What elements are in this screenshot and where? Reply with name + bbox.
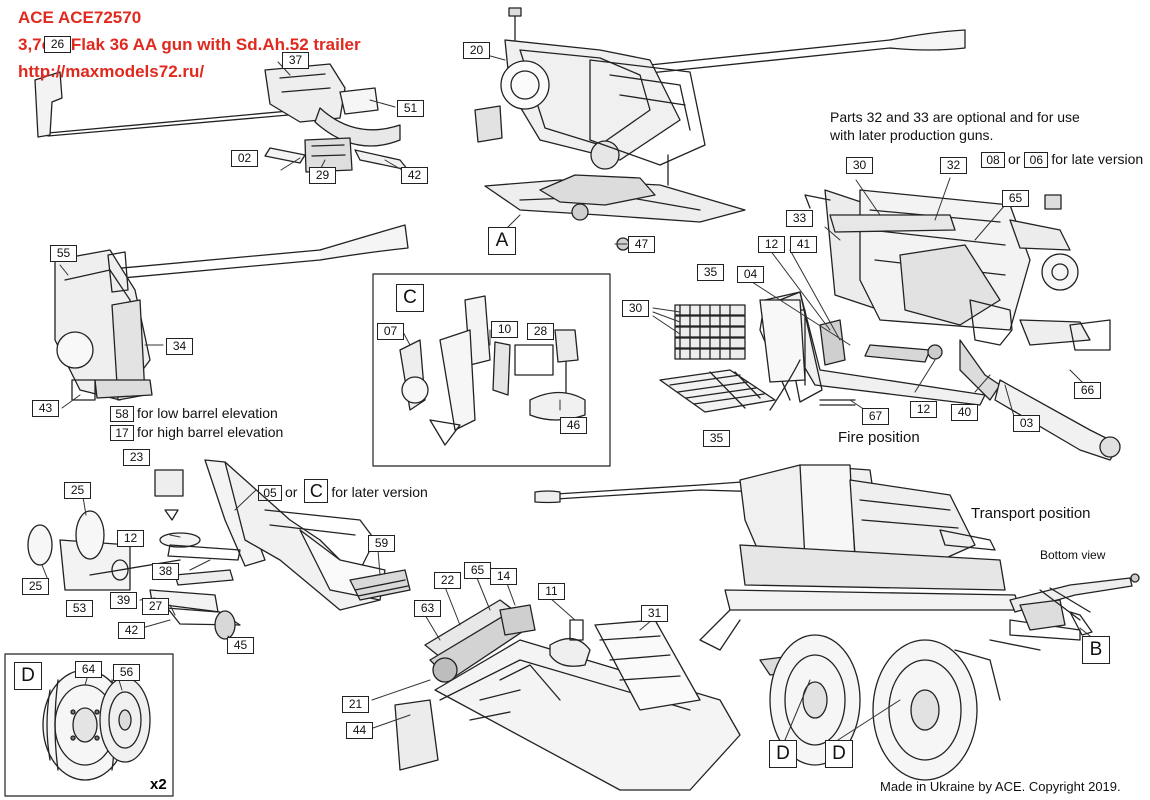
header-title: ACE ACE72570 <box>18 8 142 27</box>
part-08-ref: 08 <box>981 152 1005 168</box>
part-31: 31 <box>641 605 668 622</box>
part-34: 34 <box>166 338 193 355</box>
label-fire-position: Fire position <box>838 429 920 446</box>
note-optional-parts-2: with later production guns. <box>830 127 994 143</box>
label-transport-position: Transport position <box>971 505 1091 522</box>
part-14: 14 <box>490 568 517 585</box>
bottom-view-b <box>1009 573 1140 636</box>
part-25-bottom: 25 <box>22 578 49 595</box>
subassembly-d-ref-1: D <box>769 740 797 768</box>
part-51: 51 <box>397 100 424 117</box>
subassembly-a-label: A <box>488 227 516 255</box>
part-10: 10 <box>491 321 518 338</box>
part-28: 28 <box>527 323 554 340</box>
part-53: 53 <box>66 600 93 617</box>
left-gun-assembly <box>54 224 409 401</box>
top-center-gun <box>474 7 966 251</box>
part-30-clips: 30 <box>622 300 649 317</box>
part-12-base: 12 <box>910 401 937 418</box>
part-55: 55 <box>50 245 77 262</box>
part-65-mech: 65 <box>464 562 491 579</box>
part-38: 38 <box>152 563 179 580</box>
part-41: 41 <box>790 236 817 253</box>
part-07: 07 <box>377 323 404 340</box>
part-59: 59 <box>368 535 395 552</box>
part-26: 26 <box>44 36 71 53</box>
part-25-top: 25 <box>64 482 91 499</box>
top-left-subassembly <box>34 63 409 173</box>
part-22: 22 <box>434 572 461 589</box>
part-21: 21 <box>342 696 369 713</box>
part-43: 43 <box>32 400 59 417</box>
high-elev-text: for high barrel elevation <box>137 424 284 440</box>
subassembly-d-label: D <box>14 662 42 690</box>
part-11: 11 <box>538 583 565 600</box>
part-56: 56 <box>113 664 140 681</box>
part-06-ref: 06 <box>1024 152 1049 168</box>
part-02: 02 <box>231 150 258 167</box>
wheel-quantity: x2 <box>150 776 167 793</box>
low-elev-text: for low barrel elevation <box>137 405 278 421</box>
part-29: 29 <box>309 167 336 184</box>
part-35-bottom: 35 <box>703 430 730 447</box>
part-45: 45 <box>227 637 254 654</box>
subassembly-d-ref-2: D <box>825 740 853 768</box>
ammo-clips-and-crate <box>659 299 806 413</box>
box-c-subassembly <box>372 273 611 467</box>
subassembly-c-ref: C <box>304 479 329 503</box>
part-20: 20 <box>463 42 490 59</box>
part-65-right: 65 <box>1002 190 1029 207</box>
later-version-text: for later version <box>331 484 428 500</box>
late-version-text: for late version <box>1051 151 1144 167</box>
part-39: 39 <box>110 592 137 609</box>
carriage-exploded <box>27 459 411 640</box>
transport-position-gun <box>534 464 1081 781</box>
part-66: 66 <box>1074 382 1101 399</box>
part-47: 47 <box>628 236 655 253</box>
part-67: 67 <box>862 408 889 425</box>
part-42-top: 42 <box>401 167 428 184</box>
part-40: 40 <box>951 404 978 421</box>
part-63: 63 <box>414 600 441 617</box>
part-46: 46 <box>560 417 587 434</box>
later-version-or: or <box>285 484 298 500</box>
header-url[interactable]: http://maxmodels72.ru/ <box>18 62 205 81</box>
part-23: 23 <box>123 449 150 466</box>
part-33: 33 <box>786 210 813 227</box>
part-35-top: 35 <box>697 264 724 281</box>
copyright-text: Made in Ukraine by ACE. Copyright 2019. <box>880 779 1121 794</box>
part-42-carriage: 42 <box>118 622 145 639</box>
part-27: 27 <box>142 598 169 615</box>
subassembly-c-label: C <box>396 284 424 312</box>
part-58-ref: 58 <box>110 406 134 422</box>
header-subtitle: 3,7cm Flak 36 AA gun with Sd.Ah.52 trail… <box>18 35 361 54</box>
label-bottom-view: Bottom view <box>1040 548 1106 562</box>
gun-mechanism <box>394 599 741 791</box>
part-17-ref: 17 <box>110 425 134 441</box>
part-44: 44 <box>346 722 373 739</box>
part-30-top: 30 <box>846 157 873 174</box>
part-12-fire: 12 <box>758 236 785 253</box>
part-32: 32 <box>940 157 967 174</box>
fire-position-gun <box>759 189 1121 461</box>
part-05-ref: 05 <box>258 485 282 501</box>
part-03: 03 <box>1013 415 1040 432</box>
part-12-carriage: 12 <box>117 530 144 547</box>
late-version-or: or <box>1008 151 1021 167</box>
part-04: 04 <box>737 266 764 283</box>
note-optional-parts: Parts 32 and 33 are optional and for use <box>830 109 1080 125</box>
subassembly-b-label: B <box>1082 636 1110 664</box>
part-37: 37 <box>282 52 309 69</box>
part-64: 64 <box>75 661 102 678</box>
